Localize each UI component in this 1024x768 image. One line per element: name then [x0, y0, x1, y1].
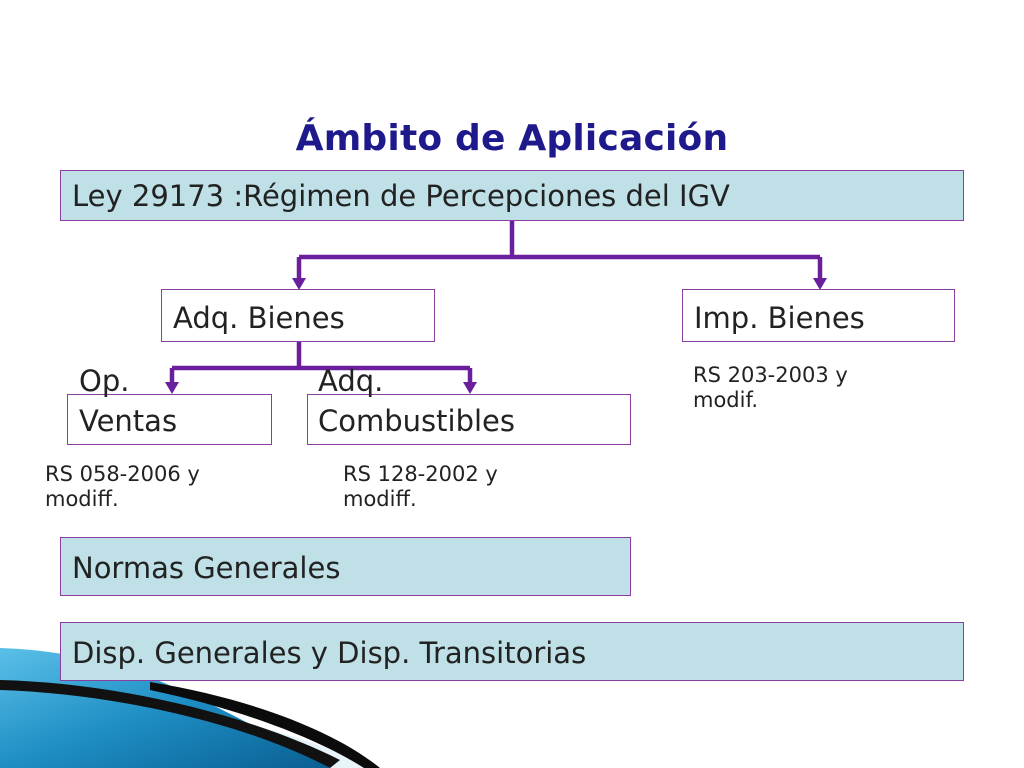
- node-op-ventas-label-line1: Op.: [79, 364, 130, 398]
- arrowhead-adq-combustibles: [463, 382, 477, 394]
- node-ley-29173: Ley 29173 :Régimen de Percepciones del I…: [60, 170, 964, 221]
- node-adq-combustibles: [307, 394, 631, 445]
- node-adq-combustibles-label-line2: Combustibles: [318, 404, 515, 438]
- reference-op-ventas-line1: RS 058-2006 y: [45, 462, 200, 486]
- node-normas-generales-label: Normas Generales: [72, 551, 341, 585]
- node-disp-generales-label: Disp. Generales y Disp. Transitorias: [72, 636, 587, 670]
- reference-adq-combustibles-line1: RS 128-2002 y: [343, 462, 498, 486]
- node-imp-bienes-label: Imp. Bienes: [694, 301, 865, 335]
- node-adq-bienes: Adq. Bienes: [161, 289, 435, 342]
- reference-imp-bienes-line2: modif.: [693, 388, 759, 412]
- reference-imp-bienes: RS 203-2003 y modif.: [693, 363, 848, 413]
- reference-op-ventas: RS 058-2006 y modiff.: [45, 462, 200, 512]
- node-op-ventas-label-line2: Ventas: [79, 404, 178, 438]
- node-adq-combustibles-label-line1: Adq.: [318, 364, 384, 398]
- reference-adq-combustibles: RS 128-2002 y modiff.: [343, 462, 498, 512]
- reference-op-ventas-line2: modiff.: [45, 487, 119, 511]
- node-op-ventas: [67, 394, 272, 445]
- node-normas-generales: Normas Generales: [60, 537, 631, 596]
- reference-imp-bienes-line1: RS 203-2003 y: [693, 363, 848, 387]
- arrowhead-op-ventas: [165, 382, 179, 394]
- node-adq-bienes-label: Adq. Bienes: [173, 301, 345, 335]
- slide-title: Ámbito de Aplicación: [295, 118, 729, 159]
- reference-adq-combustibles-line2: modiff.: [343, 487, 417, 511]
- connector-ley-to-children: [296, 221, 823, 280]
- node-imp-bienes: Imp. Bienes: [682, 289, 955, 342]
- node-disp-generales: Disp. Generales y Disp. Transitorias: [60, 622, 964, 681]
- node-ley-label: Ley 29173 :Régimen de Percepciones del I…: [72, 179, 730, 213]
